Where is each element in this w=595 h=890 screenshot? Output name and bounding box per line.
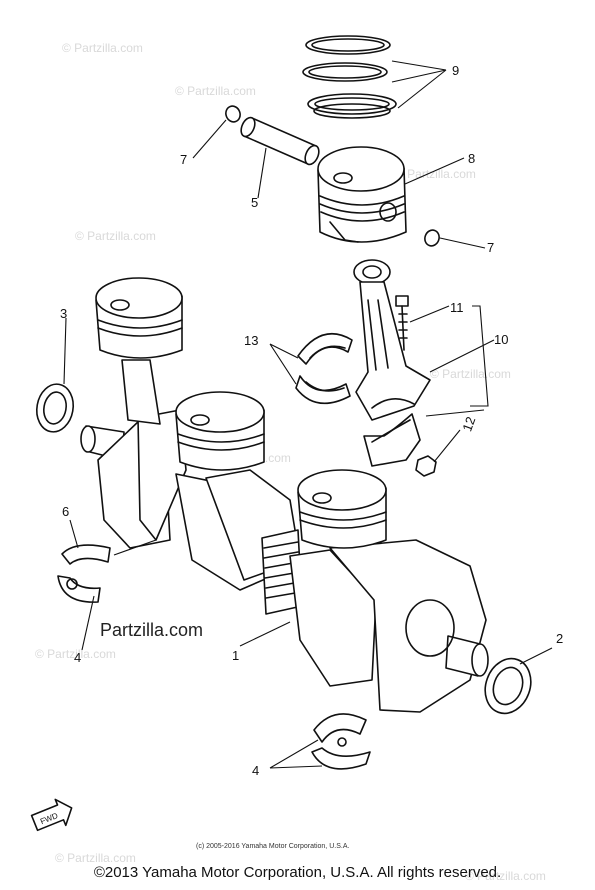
callout-3: 3 [60, 306, 67, 321]
callouts: 1 2 3 4 4 5 6 7 7 8 9 10 11 12 13 [60, 63, 563, 778]
callout-10: 10 [494, 332, 508, 347]
piston-assembled-right [297, 469, 387, 549]
callout-8: 8 [468, 151, 475, 166]
piston-assembled-left [95, 277, 183, 425]
callout-12: 12 [459, 415, 478, 434]
circlip-upper [225, 105, 241, 123]
piston-pin [240, 116, 320, 166]
callout-9: 9 [452, 63, 459, 78]
copyright-small: (c) 2005-2016 Yamaha Motor Corporation, … [196, 843, 349, 850]
piston-assembled-middle [175, 391, 265, 471]
main-bearing-left [57, 544, 111, 603]
copyright-footer: ©2013 Yamaha Motor Corporation, U.S.A. A… [93, 864, 502, 881]
main-bearing-bottom [311, 713, 371, 770]
callout-1: 1 [232, 648, 239, 663]
rod-cap [363, 413, 421, 467]
leader-lines [63, 60, 553, 769]
watermark: © Partzilla.com [175, 84, 256, 98]
oil-seal-right [484, 657, 532, 715]
watermark: © Partzilla.com [55, 851, 136, 865]
watermark: © Partzilla.com [395, 167, 476, 181]
oil-seal-left [35, 383, 75, 433]
callout-4-bottom: 4 [252, 763, 259, 778]
piston [317, 146, 407, 243]
rod-bolt [395, 295, 409, 351]
piston-rings [302, 35, 397, 119]
watermark: © Partzilla.com [75, 229, 156, 243]
callout-6: 6 [62, 504, 69, 519]
callout-2: 2 [556, 631, 563, 646]
callout-13: 13 [244, 333, 258, 348]
connecting-rod [353, 259, 431, 421]
fwd-arrow-icon: FWD [30, 798, 73, 832]
callout-7-lower: 7 [487, 240, 494, 255]
callout-4-left: 4 [74, 650, 81, 665]
watermark: © Partzilla.com [62, 41, 143, 55]
callout-7-upper: 7 [180, 152, 187, 167]
callout-11: 11 [450, 300, 464, 315]
watermark: © Partzilla.com [430, 367, 511, 381]
circlip-lower [424, 229, 440, 247]
watermark: © Partzilla.com [35, 647, 116, 661]
brand-watermark-inline: Partzilla.com [100, 620, 203, 640]
rod-nut [415, 455, 437, 477]
watermark: © Partzilla.com [465, 869, 546, 883]
callout-5: 5 [251, 195, 258, 210]
conrod-bearing [295, 332, 353, 405]
